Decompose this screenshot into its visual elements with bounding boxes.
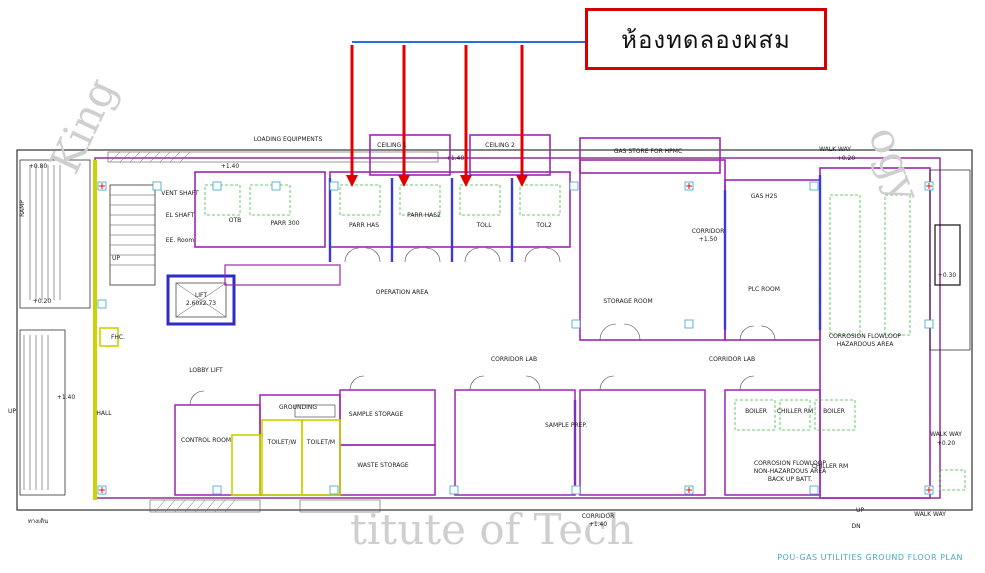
label-toilet-w: TOILET/W: [267, 439, 297, 446]
label-sample-storage: SAMPLE STORAGE: [348, 411, 404, 418]
label-loading: LOADING EQUIPMENTS: [253, 136, 323, 143]
label-storage: STORAGE ROOM: [603, 298, 653, 305]
label-corrosion-haz: CORROSION FLOWLOOP: [828, 333, 902, 340]
callout-arrows: [346, 45, 528, 187]
label-plc: PLC ROOM: [748, 286, 780, 293]
label-chiller2: CHILLER RM: [811, 463, 849, 470]
label-el-room: EE. Room: [165, 237, 195, 244]
label-toll2: TOL2: [536, 222, 552, 229]
label-otb: OTB: [228, 217, 242, 224]
callout-arrow-head: [460, 175, 472, 187]
label-grounding: GROUNDING: [279, 404, 317, 411]
label-backup: BACK UP BATT.: [767, 476, 813, 483]
label-ceiling-2: CEILING 2: [485, 142, 515, 149]
label-up-2: UP: [111, 255, 121, 262]
level-130: +0.30: [937, 272, 957, 279]
level-020: +0.20: [32, 298, 52, 305]
label-ceiling-1: CEILING 1: [377, 142, 407, 149]
label-up-1: UP: [7, 408, 17, 415]
label-lobby: LOBBY LIFT: [189, 367, 223, 374]
label-parr-has: PARR HAS: [348, 222, 380, 229]
label-waste: WASTE STORAGE: [357, 462, 409, 469]
label-sidewalk: ทางเดิน: [27, 518, 49, 525]
label-toilet-m: TOILET/M: [306, 439, 336, 446]
label-gas-store: GAS STORE FOR HPMC: [613, 148, 683, 155]
level-140a: +1.40: [220, 163, 240, 170]
label-dn: DN: [851, 523, 861, 530]
callout-arrow-head: [398, 175, 410, 187]
label-corrosion-haz2: HAZARDOUS AREA: [836, 341, 894, 348]
label-gas-h2s: GAS H2S: [750, 193, 778, 200]
label-parr300: PARR 300: [270, 220, 300, 227]
watermark-bottom: titute of Tech: [350, 505, 634, 554]
level-080: +0.80: [28, 163, 48, 170]
label-hall: HALL: [96, 410, 112, 417]
label-corridor-bottom: CORRIDOR: [581, 513, 615, 520]
level-020c: +0.20: [936, 440, 956, 447]
label-corridor-lab2: CORRIDOR LAB: [708, 356, 756, 363]
level-150: +1.50: [698, 236, 718, 243]
label-walkway-bottom: WALK WAY: [914, 511, 946, 518]
label-corridor-lab1: CORRIDOR LAB: [490, 356, 538, 363]
label-lift: LIFT: [194, 292, 208, 299]
label-walkway-top: WALK WAY: [819, 146, 851, 153]
label-corridor-a: CORRIDOR: [691, 228, 725, 235]
label-vent-shaft: VENT SHAFT: [161, 190, 199, 197]
label-fhc: FHC.: [110, 334, 126, 341]
label-chiller: CHILLER RM: [776, 408, 814, 415]
label-control: CONTROL ROOM: [181, 437, 231, 444]
callout-arrow-head: [346, 175, 358, 187]
level-020b: +0.20: [836, 155, 856, 162]
label-sample-prep: SAMPLE PREP.: [544, 422, 588, 429]
callout-arrow-head: [516, 175, 528, 187]
label-lift-size: 2.60x2.73: [185, 300, 217, 307]
level-140c: +1.40: [56, 394, 76, 401]
label-corrosion-non2: NON-HAZARDOUS AREA: [753, 468, 827, 475]
label-operation: OPERATION AREA: [375, 289, 429, 296]
label-boiler: BOILER: [745, 408, 767, 415]
level-140b: +1.40: [445, 155, 465, 162]
label-corrosion-non: CORROSION FLOWLOOP: [753, 460, 827, 467]
mixing-lab-callout: ห้องทดลองผสม: [585, 8, 827, 70]
drawing-title: POU-GAS UTILITIES GROUND FLOOR PLAN: [777, 553, 963, 562]
label-walkway-right: WALK WAY: [930, 431, 962, 438]
label-boiler2: BOILER: [823, 408, 845, 415]
label-up-3: UP: [855, 507, 865, 514]
label-parr-has2: PARR HAS2: [407, 212, 441, 219]
label-toll: TOLL: [476, 222, 492, 229]
label-el-shaft: EL SHAFT: [165, 212, 195, 219]
label-ramp: RAMP: [18, 200, 26, 217]
level-140d: +1.40: [588, 521, 608, 528]
